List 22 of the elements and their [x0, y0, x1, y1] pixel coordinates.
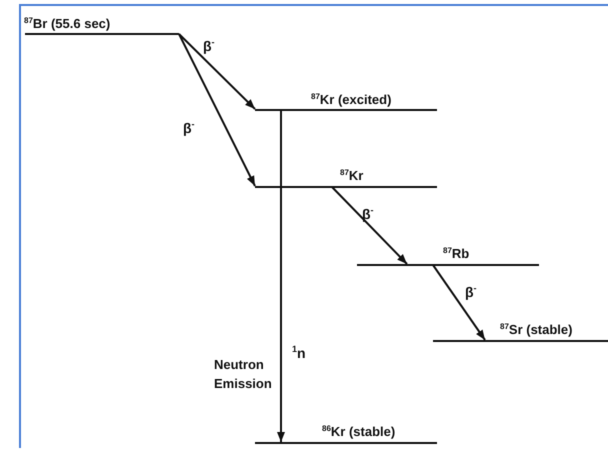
energy-level-line [255, 186, 437, 188]
decay-arrow [178, 34, 256, 186]
edge-label: β$^{-}$ [183, 120, 195, 136]
energy-level-line [25, 33, 179, 35]
nuclide-label: $^{87}$Sr (stable) [500, 322, 572, 337]
process-label: Neutron Emission [214, 356, 273, 393]
decay-arrow [432, 264, 486, 341]
decay-arrow [277, 110, 285, 442]
energy-level-line [255, 442, 437, 444]
edge-label: $^{1}$n [292, 345, 306, 361]
nuclide-label: $^{87}$Kr (excited) [311, 92, 392, 107]
decay-arrow [178, 33, 256, 110]
edge-label: β$^{-}$ [465, 284, 477, 300]
energy-level-line [433, 340, 608, 342]
energy-level-line [357, 264, 539, 266]
edge-label: β$^{-}$ [203, 38, 215, 54]
nuclide-label: $^{87}$Kr [340, 168, 364, 183]
energy-level-line [255, 109, 437, 111]
decay-arrow [331, 186, 408, 265]
nuclide-label: $^{87}$Rb [443, 246, 470, 261]
nuclide-label: $^{86}$Kr (stable) [322, 424, 396, 439]
nuclide-label: $^{87}$Br (55.6 sec) [24, 16, 110, 31]
